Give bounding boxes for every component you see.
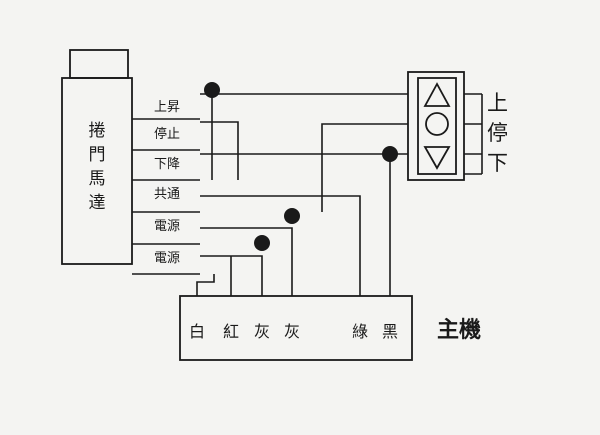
- switch-frame: [407, 71, 465, 181]
- wire-white: [196, 274, 215, 296]
- main-unit: 白 紅 灰 灰 綠 黑 主機: [179, 295, 481, 361]
- junction-dots: [204, 82, 398, 251]
- wire-stop-b: [321, 123, 408, 212]
- motor-cap: [69, 49, 129, 79]
- main-unit-box: [179, 295, 413, 361]
- junction-dot: [254, 235, 270, 251]
- main-terminal-black: 黑: [382, 322, 398, 341]
- motor-terminal-labels: 上昇 停止 下降 共通 電源 電源: [154, 100, 180, 266]
- up-arrow-icon: [423, 82, 451, 107]
- switch-label-up: 上: [487, 91, 508, 115]
- terminal-separators: [132, 118, 200, 275]
- switch-plate: [417, 77, 457, 175]
- terminal-label-common: 共通: [154, 187, 180, 202]
- switch-label-stop: 停: [487, 121, 508, 145]
- junction-dot: [204, 82, 220, 98]
- motor-label-char: 捲: [89, 121, 106, 141]
- motor-unit: 捲 門 馬 達: [61, 49, 133, 265]
- wire-common: [200, 195, 361, 296]
- motor-label-char: 馬: [89, 169, 106, 189]
- wire-stop-a: [200, 121, 239, 180]
- terminal-label-power-2: 電源: [154, 251, 180, 266]
- junction-dot: [382, 146, 398, 162]
- switch-label-down: 下: [487, 151, 508, 175]
- motor-label-char: 門: [89, 145, 106, 165]
- motor-body: [61, 77, 133, 265]
- wires: [196, 90, 408, 296]
- switch-output-bracket: [464, 93, 483, 175]
- terminal-label-stop: 停止: [154, 126, 180, 142]
- wall-switch: [407, 71, 465, 181]
- junction-dot: [284, 208, 300, 224]
- main-terminal-green: 綠: [352, 322, 368, 341]
- terminal-label-up: 上昇: [154, 100, 180, 115]
- switch-labels: 上 停 下: [487, 91, 508, 175]
- main-terminal-gray-2: 灰: [284, 322, 300, 341]
- main-unit-label: 主機: [437, 318, 481, 343]
- main-terminal-white: 白: [189, 322, 205, 341]
- terminal-label-power-1: 電源: [154, 219, 180, 234]
- stop-circle-icon: [425, 112, 449, 136]
- wire-power-1: [200, 227, 293, 296]
- main-terminal-gray-1: 灰: [254, 322, 270, 341]
- wire-power-2: [200, 255, 263, 296]
- down-arrow-icon: [423, 146, 451, 170]
- motor-label-char: 達: [89, 193, 106, 213]
- terminal-label-down: 下降: [154, 157, 180, 172]
- main-terminal-red: 紅: [223, 322, 239, 341]
